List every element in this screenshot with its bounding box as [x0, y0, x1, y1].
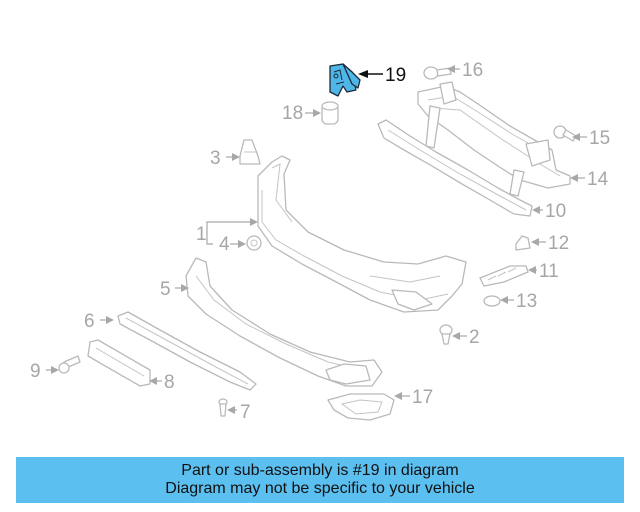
- callout-13[interactable]: 13: [516, 291, 537, 312]
- part-11-bracket: [479, 265, 529, 287]
- callout-17[interactable]: 17: [412, 387, 433, 408]
- callout-3[interactable]: 3: [210, 148, 221, 169]
- part-5-lower-valance: [185, 257, 383, 387]
- callout-8[interactable]: 8: [164, 372, 175, 393]
- callout-16[interactable]: 16: [462, 60, 483, 81]
- part-13-clip: [483, 295, 501, 307]
- info-banner: Part or sub-assembly is #19 in diagram D…: [16, 457, 624, 503]
- part-15-bolt: [553, 125, 577, 142]
- part-3-clip: [239, 139, 261, 165]
- part-16-bolt: [423, 66, 452, 80]
- part-4-grommet: [246, 235, 262, 251]
- callout-7[interactable]: 7: [240, 402, 251, 423]
- arrow-19: [358, 70, 368, 78]
- callout-10[interactable]: 10: [545, 201, 566, 222]
- callout-1[interactable]: 1: [196, 224, 207, 245]
- banner-line-1: Part or sub-assembly is #19 in diagram: [181, 462, 459, 479]
- part-7-screw: [218, 398, 228, 417]
- callout-18[interactable]: 18: [282, 103, 303, 124]
- callout-5[interactable]: 5: [160, 279, 171, 300]
- part-6-trim-strip: [117, 311, 257, 391]
- callout-9[interactable]: 9: [30, 361, 41, 382]
- callout-12[interactable]: 12: [548, 233, 569, 254]
- part-1-bumper-cover: [257, 155, 467, 313]
- callout-11[interactable]: 11: [539, 261, 559, 282]
- part-18-sensor: [321, 101, 339, 125]
- callout-19[interactable]: 19: [385, 65, 406, 86]
- part-2-screw: [439, 324, 453, 345]
- part-19-bracket[interactable]: [329, 63, 361, 97]
- callout-4[interactable]: 4: [219, 234, 230, 255]
- callout-2[interactable]: 2: [469, 327, 480, 348]
- parts-diagram: 19 18 16 15 14 10: [30, 60, 610, 423]
- callout-6[interactable]: 6: [84, 311, 95, 332]
- part-10-absorber: [377, 119, 533, 217]
- part-8-plate-bracket: [87, 339, 151, 387]
- callout-14[interactable]: 14: [587, 169, 609, 190]
- part-9-screw: [58, 355, 81, 374]
- callout-15[interactable]: 15: [589, 128, 610, 149]
- part-12-nut: [515, 235, 531, 251]
- part-14-reinforcement: [417, 81, 571, 197]
- part-17-fog-trim: [327, 393, 395, 421]
- banner-line-2: Diagram may not be specific to your vehi…: [165, 480, 475, 497]
